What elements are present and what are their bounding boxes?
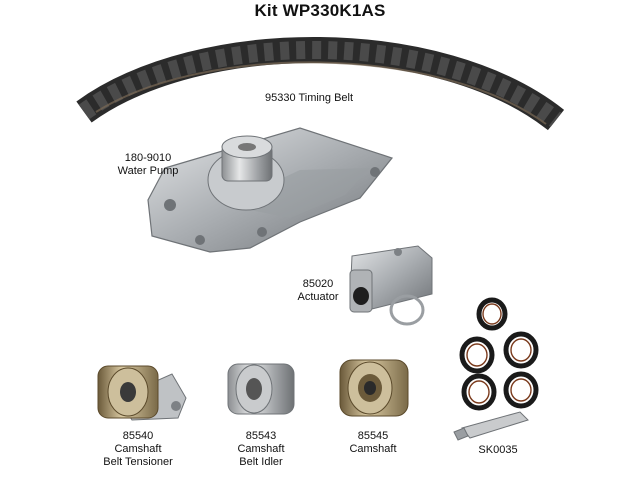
idler-part-number: 85543 xyxy=(245,430,277,442)
actuator-part-number: 85020 xyxy=(302,278,334,290)
belt-tensioner xyxy=(97,365,187,421)
idler-line2: Belt Idler xyxy=(239,456,283,468)
water-pump xyxy=(147,127,394,253)
tensioner-label: 85540 Camshaft Belt Tensioner xyxy=(90,430,186,469)
seal-kit xyxy=(453,297,539,441)
tensioner-part-number: 85540 xyxy=(122,430,154,442)
kit-title: Kit WP330K1AS xyxy=(254,1,386,20)
belt-idler xyxy=(227,363,295,415)
idler-line1: Camshaft xyxy=(237,443,285,455)
camshaft-part-number: 85545 xyxy=(357,430,389,442)
camshaft-line1: Camshaft xyxy=(349,443,397,455)
timing-belt-label: 95330 Timing Belt xyxy=(265,92,354,104)
seal-kit-label: SK0035 xyxy=(478,444,518,456)
tensioner-line1: Camshaft xyxy=(114,443,162,455)
idler-label: 85543 Camshaft Belt Idler xyxy=(226,430,296,469)
tensioner-line2: Belt Tensioner xyxy=(103,456,173,468)
camshaft-label: 85545 Camshaft xyxy=(340,430,406,456)
actuator xyxy=(349,245,433,326)
water-pump-name: Water Pump xyxy=(117,165,179,177)
actuator-label: 85020 Actuator xyxy=(290,278,346,304)
actuator-name: Actuator xyxy=(297,291,339,303)
camshaft-pulley xyxy=(339,359,409,417)
timing-belt xyxy=(76,37,565,131)
water-pump-label: 180-9010 Water Pump xyxy=(112,152,184,178)
water-pump-part-number: 180-9010 xyxy=(124,152,172,164)
